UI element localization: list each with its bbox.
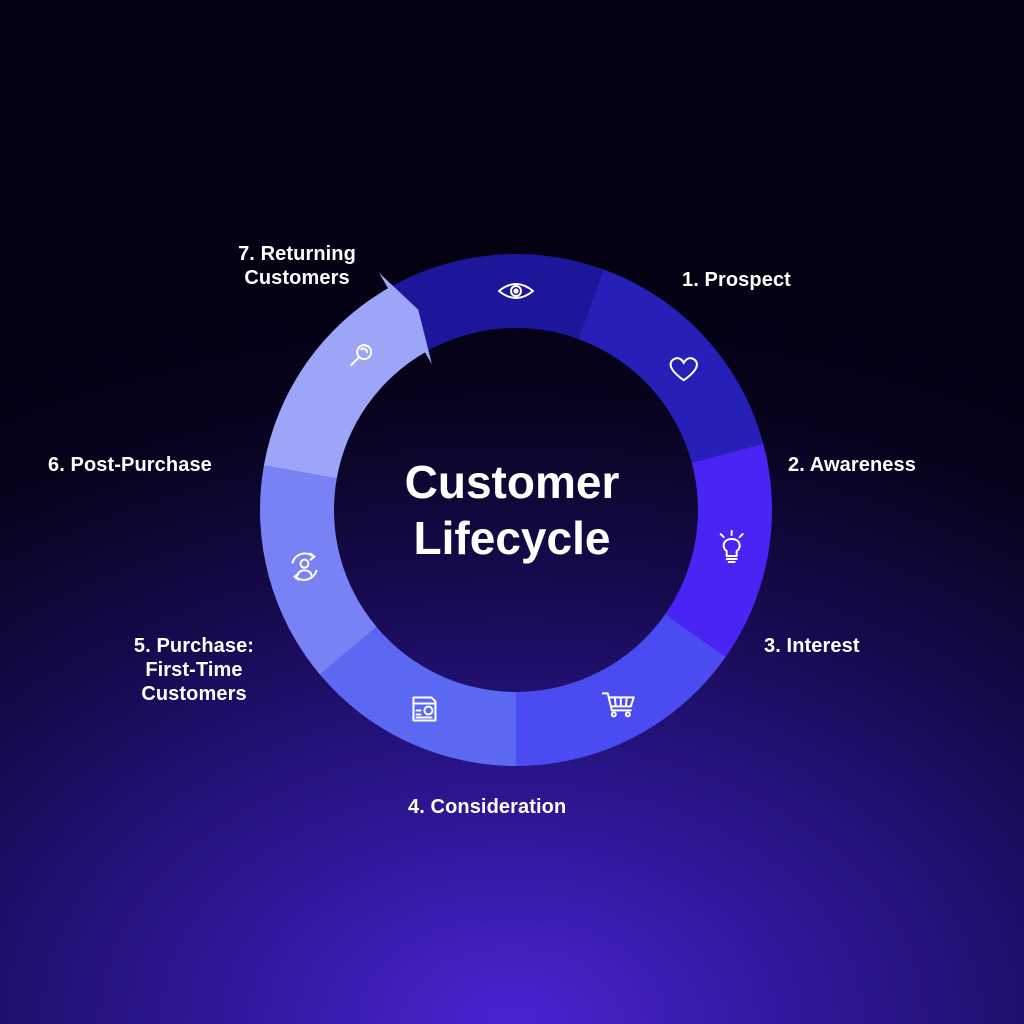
lightbulb-icon [719,530,744,564]
returning-customer-icon [291,552,318,581]
stage-label-prospect: 1. Prospect [682,269,791,291]
stage-label-post-purchase: 6. Post-Purchase [48,454,212,476]
stage-label-awareness: 2. Awareness [788,454,916,476]
shopping-cart-icon [601,692,635,718]
segment-interest [665,443,773,657]
segment-consideration [516,614,726,766]
segment-post-purchase [260,465,377,675]
center-title: Customer Lifecycle [312,454,712,566]
eye-icon [498,283,534,299]
title-line: Lifecycle [413,512,611,564]
stage-label-interest: 3. Interest [764,635,860,657]
magnifier-icon [350,344,373,367]
heart-icon [669,357,698,382]
stage-label-consideration: 4. Consideration [408,796,567,818]
segment-returning [263,272,432,479]
title-line: Customer [404,456,620,508]
package-icon [412,696,437,722]
segment-prospect [388,254,604,353]
stage-label-returning: 7. Returning Customers [238,243,356,289]
stage-label-purchase: 5. Purchase: First-Time Customers [133,635,255,705]
